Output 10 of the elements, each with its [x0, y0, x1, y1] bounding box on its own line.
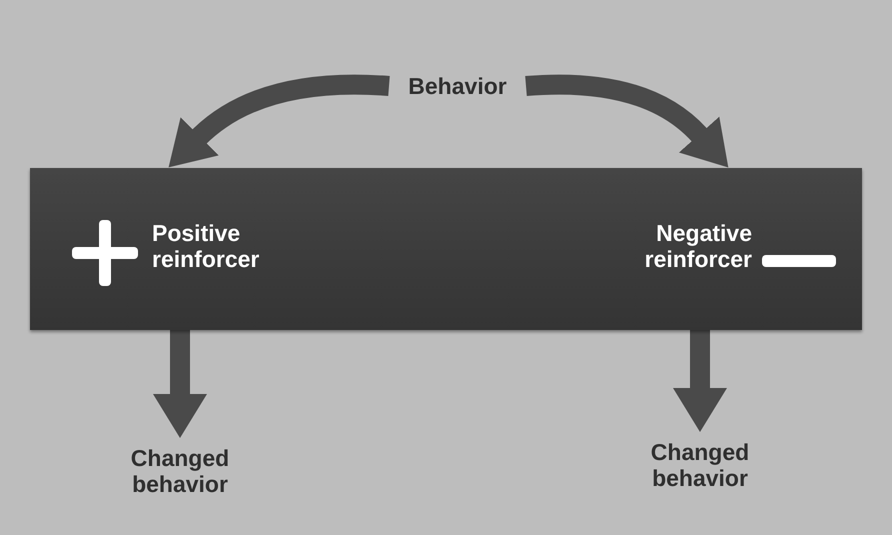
arrow	[673, 330, 727, 432]
node-label: Changed behavior	[130, 445, 230, 497]
arrow	[153, 330, 207, 438]
node-label: Negative reinforcer	[644, 220, 752, 272]
node-label: Behavior	[408, 73, 507, 99]
node-label: Changed behavior	[650, 439, 750, 491]
arrow	[167, 74, 390, 166]
arrow	[525, 74, 730, 166]
node-label: Positive reinforcer	[152, 220, 260, 272]
dark-band	[30, 168, 862, 330]
